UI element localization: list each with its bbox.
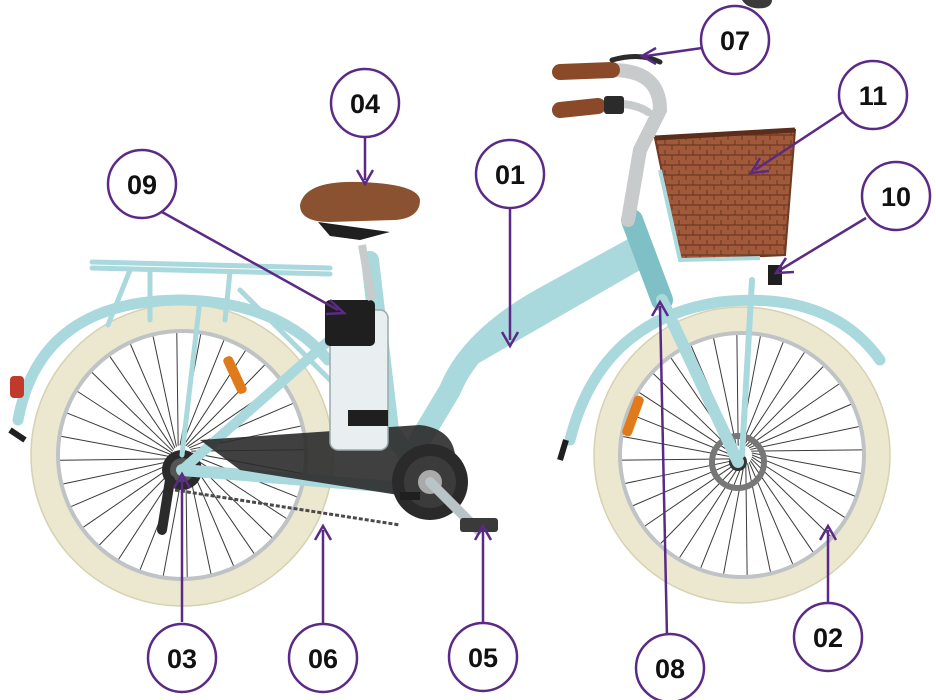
callout-11: 11 [839,61,907,129]
callout-01-label: 01 [495,160,525,190]
callout-05-label: 05 [468,643,498,673]
callout-10-label: 10 [881,182,911,212]
pedal [460,518,498,532]
callout-03: 03 [148,624,216,692]
wheel-spoke [60,459,173,460]
wheel-spoke [622,459,733,460]
callout-06-label: 06 [308,644,338,674]
wheel-spoke [737,335,738,446]
callout-03-label: 03 [167,644,197,674]
callout-11-label: 11 [859,81,888,111]
wheel-spoke [153,336,176,446]
wheel-spoke [724,465,744,574]
callout-06: 06 [289,624,357,692]
callout-01: 01 [476,140,544,208]
rear-spoke-reflector [222,355,248,395]
callout-08: 08 [636,634,704,700]
wheel-spoke [744,352,804,445]
handlebar [560,56,660,220]
wheel-spoke [63,461,173,484]
callout-04-label: 04 [350,89,380,119]
wheel-spoke [78,392,172,453]
seat [300,182,420,300]
rear-light [10,376,24,398]
wheel-spoke [751,450,862,451]
callout-02: 02 [794,603,862,671]
front-basket [655,130,795,285]
kickstand [400,492,420,500]
front-fender-tip [560,440,566,460]
callout-04: 04 [331,69,399,137]
callout-07-label: 07 [720,26,750,56]
callout-09: 09 [108,150,176,218]
callout-09-label: 09 [127,170,157,200]
wheel-spoke [752,453,861,473]
wheel-spoke [680,465,740,558]
callout-02-label: 02 [813,623,843,653]
wheel-spoke [750,427,858,450]
callout-07: 07 [701,6,769,74]
wheel-spoke [746,464,747,575]
wheel-spoke [177,333,178,446]
callout-05: 05 [449,623,517,691]
rear-fender-tip [10,430,25,440]
battery-pack [325,300,388,450]
rear-derailleur [162,480,170,530]
callout-10: 10 [862,162,930,230]
wheel-spoke [61,436,172,457]
callout-08-label: 08 [655,654,685,684]
